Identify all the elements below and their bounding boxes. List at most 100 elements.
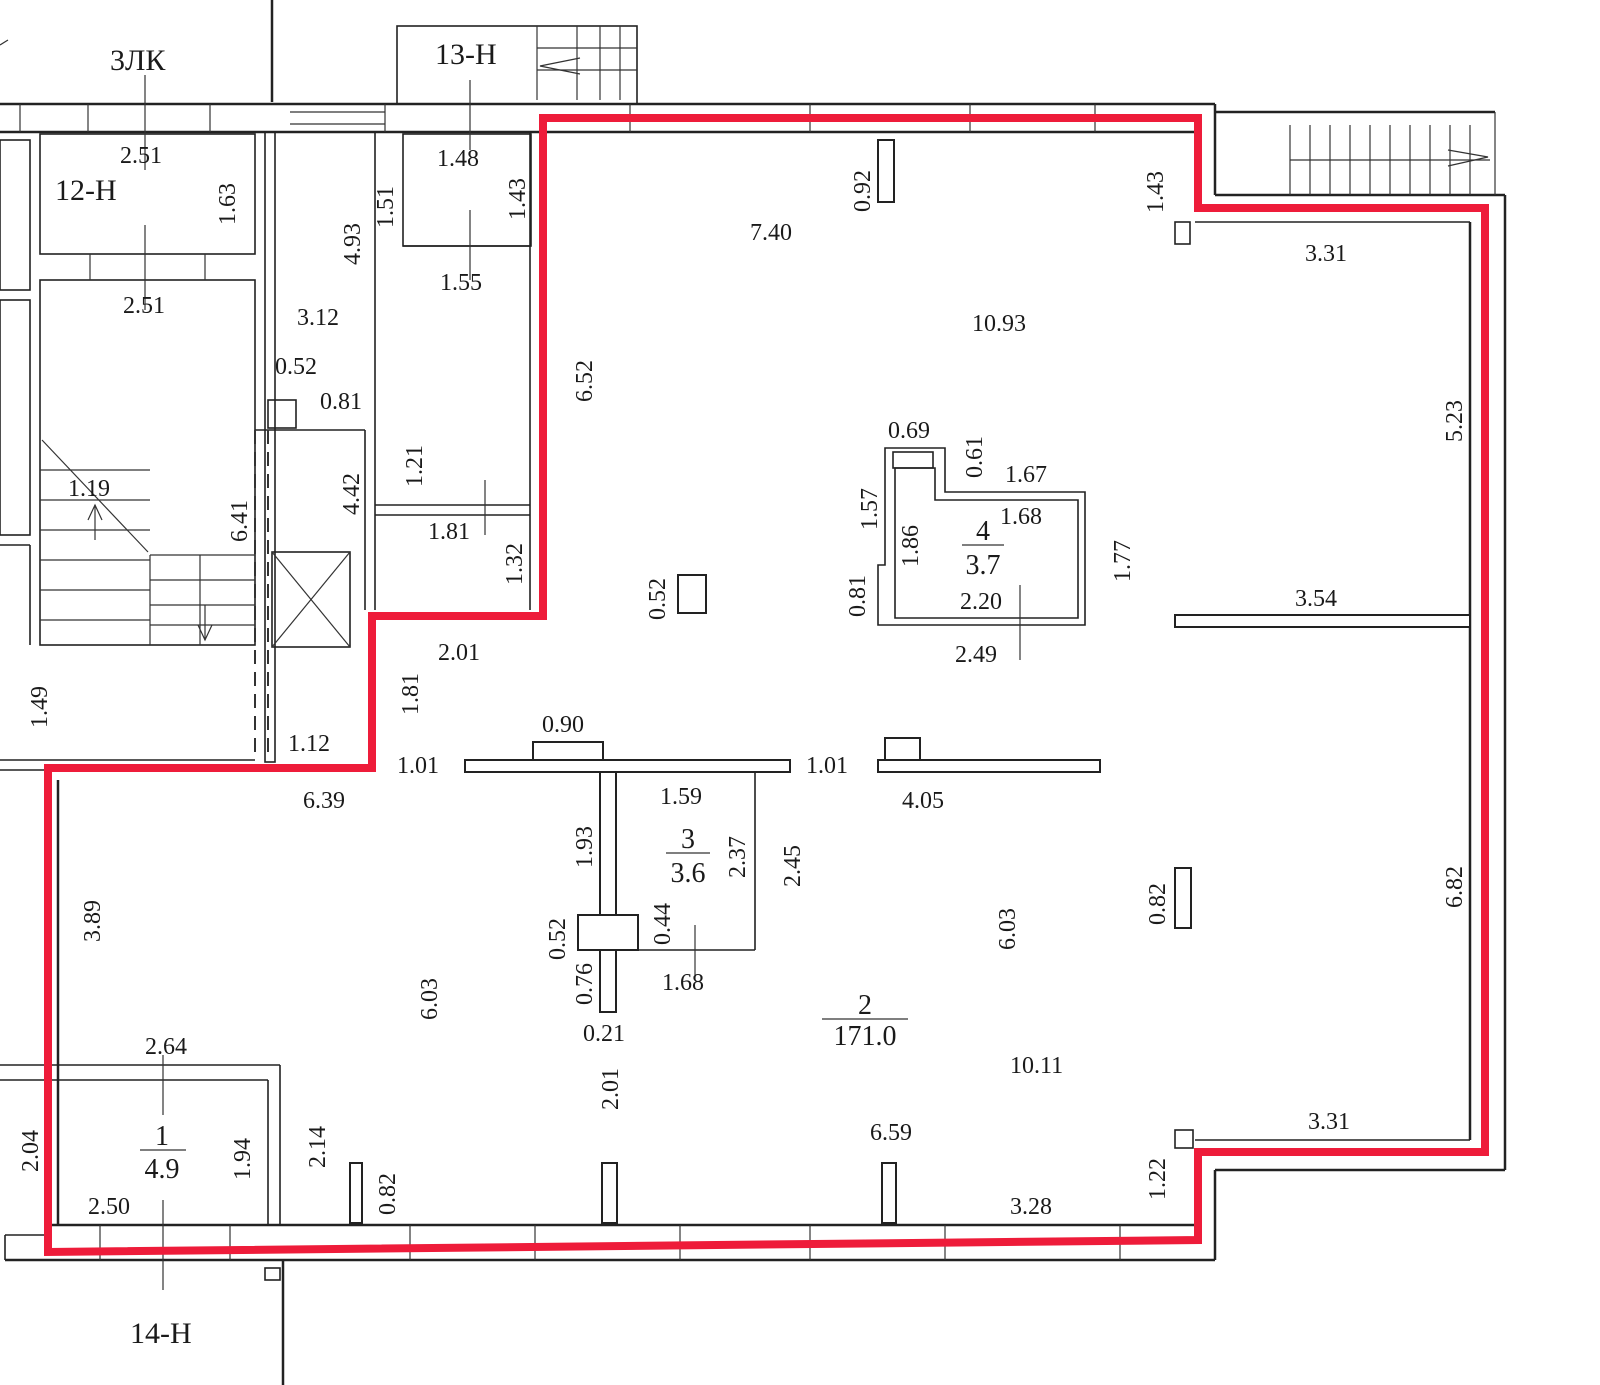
dim-label: 1.93	[572, 826, 598, 868]
dim-label: 1.12	[288, 731, 330, 757]
dim-label: 1.01	[397, 753, 439, 779]
dim-label: 2.64	[145, 1034, 187, 1060]
column	[601, 1162, 618, 1224]
dimension-labels: 2.51 2.51 1.48 1.55 3.12 0.52 0.81 1.19 …	[18, 143, 1468, 1220]
dim-label: 1.67	[1005, 462, 1047, 488]
dim-label: 3.28	[1010, 1194, 1052, 1220]
dim-label: 3.12	[297, 305, 339, 331]
partition-wall	[1174, 614, 1471, 628]
svg-text:2: 2	[858, 990, 872, 1021]
dim-label: 2.51	[120, 143, 162, 169]
dim-label: 3.31	[1308, 1109, 1350, 1135]
stair-flight	[40, 439, 255, 645]
dim-label: 1.77	[1110, 540, 1136, 582]
dim-label: 1.94	[230, 1138, 256, 1180]
dim-label: 3.89	[80, 900, 106, 942]
top-right-stair	[1289, 125, 1490, 195]
dim-label: 10.11	[1010, 1053, 1063, 1079]
dim-label: 2.50	[88, 1194, 130, 1220]
neighbor-walls	[0, 0, 638, 771]
column	[677, 574, 707, 614]
unit-13-stair	[396, 25, 638, 105]
dim-label: 1.57	[857, 488, 883, 530]
dim-label: 4.42	[339, 473, 365, 515]
dim-label: 0.76	[572, 963, 598, 1005]
dim-label: 2.01	[598, 1068, 624, 1110]
column	[877, 139, 895, 203]
dim-label: 0.21	[583, 1021, 625, 1047]
room-2-label: 2 171.0	[822, 990, 908, 1052]
partition-wall	[877, 759, 1101, 773]
dim-label: 1.81	[428, 519, 470, 545]
dim-label: 6.82	[1442, 866, 1468, 908]
lift-shaft	[271, 551, 351, 648]
svg-text:3.6: 3.6	[671, 858, 706, 889]
dim-label: 0.52	[645, 578, 671, 620]
dim-label: 2.45	[780, 845, 806, 887]
dim-label: 1.63	[215, 183, 241, 225]
unit-13-label: 13-Н	[435, 38, 497, 71]
svg-text:171.0: 171.0	[834, 1021, 897, 1052]
svg-text:4.9: 4.9	[145, 1154, 180, 1185]
dim-label: 0.61	[962, 436, 988, 478]
room-1-label: 1 4.9	[140, 1121, 186, 1185]
svg-text:4: 4	[976, 516, 990, 547]
dim-label: 1.81	[398, 673, 424, 715]
dim-label: 1.51	[373, 186, 399, 228]
dim-label: 7.40	[750, 220, 792, 246]
room-4-label: 4 3.7	[962, 516, 1004, 581]
dim-label: 0.90	[542, 712, 584, 738]
dim-label: 1.43	[1143, 171, 1169, 213]
dim-label: 6.03	[995, 908, 1021, 950]
zlk-label: 3ЛК	[110, 44, 166, 77]
dim-label: 3.31	[1305, 241, 1347, 267]
partition-wall	[464, 759, 791, 773]
dim-label: 0.44	[650, 903, 676, 945]
dim-label: 0.52	[275, 354, 317, 380]
dim-label: 6.52	[572, 360, 598, 402]
unit-14-label: 14-Н	[130, 1317, 192, 1350]
dim-label: 1.01	[806, 753, 848, 779]
column	[349, 1162, 363, 1224]
dim-label: 2.04	[18, 1130, 44, 1172]
dim-label: 1.21	[402, 445, 428, 487]
dim-label: 2.14	[305, 1126, 331, 1168]
dim-label: 1.68	[662, 970, 704, 996]
dim-label: 0.92	[850, 170, 876, 212]
dim-label: 1.49	[27, 686, 53, 728]
room-4-walls	[877, 447, 1086, 626]
dim-label: 1.59	[660, 784, 702, 810]
dim-label: 6.59	[870, 1120, 912, 1146]
dim-label: 0.52	[545, 918, 571, 960]
dim-label: 1.48	[437, 146, 479, 172]
dim-label: 1.86	[898, 525, 924, 567]
dim-label: 1.19	[68, 476, 110, 502]
column	[881, 1162, 897, 1224]
unit-12-label: 12-Н	[55, 174, 117, 207]
dim-label: 0.81	[320, 389, 362, 415]
dim-label: 5.23	[1442, 400, 1468, 442]
dim-label: 2.01	[438, 640, 480, 666]
dim-label: 6.03	[417, 978, 443, 1020]
main-walls	[0, 75, 1507, 1385]
svg-text:1: 1	[155, 1121, 169, 1152]
dim-label: 6.41	[227, 500, 253, 542]
dim-label: 3.54	[1295, 586, 1337, 612]
dim-label: 1.43	[505, 178, 531, 220]
room-3-label: 3 3.6	[666, 824, 710, 889]
dim-label: 1.68	[1000, 504, 1042, 530]
dim-label: 10.93	[972, 311, 1026, 337]
svg-text:3: 3	[681, 824, 695, 855]
dim-label: 0.69	[888, 418, 930, 444]
dim-label: 2.37	[725, 836, 751, 878]
dim-label: 1.55	[440, 270, 482, 296]
dim-label: 2.20	[960, 589, 1002, 615]
dim-label: 2.51	[123, 293, 165, 319]
dim-label: 6.39	[303, 788, 345, 814]
dim-label: 1.22	[1145, 1158, 1171, 1200]
dim-label: 0.81	[845, 575, 871, 617]
unit-boundary-outline	[44, 114, 1489, 1257]
dim-label: 0.82	[375, 1173, 401, 1215]
dim-label: 0.82	[1145, 883, 1171, 925]
